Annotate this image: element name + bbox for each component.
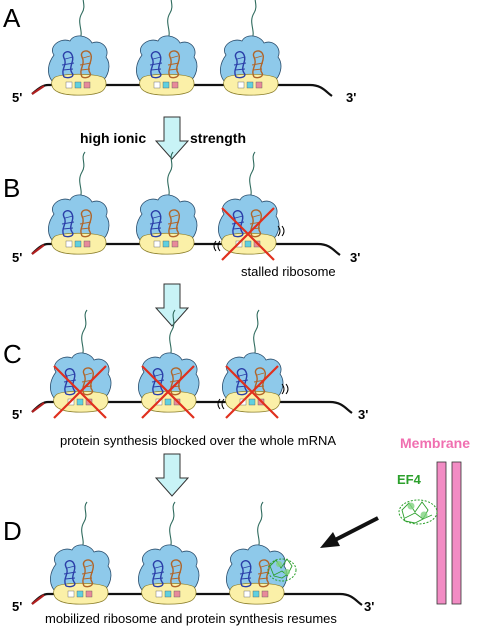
ribosome-b3-stalled: [217, 151, 280, 255]
three-prime-label-a: 3': [346, 90, 356, 105]
ribosome-d1: [49, 501, 112, 605]
panel-b: B 5' 3' stalled ribosome: [3, 151, 360, 279]
panel-c: C 5' 3' protein synthesis blocked over t…: [3, 309, 368, 448]
panel-letter-d: D: [3, 516, 22, 546]
membrane-bar-right: [451, 461, 462, 605]
ef4-free-icon: [398, 499, 438, 525]
panel-letter-b: B: [3, 173, 20, 203]
membrane-label: Membrane: [400, 435, 470, 451]
ribosome-a3: [219, 0, 282, 96]
ribosome-d3-mobilized: [225, 501, 288, 605]
panel-letter-a: A: [3, 3, 21, 33]
ribosome-a2: [135, 0, 198, 96]
five-prime-label-c: 5': [12, 407, 22, 422]
ribosome-b1: [47, 151, 110, 255]
arrow-c-to-d: [155, 453, 189, 497]
three-prime-label-b: 3': [350, 250, 360, 265]
ribosome-c1: [49, 309, 112, 413]
ribosome-c2: [137, 309, 200, 413]
panel-d: D 5' 3' mobilized ribosome and protein s…: [3, 501, 374, 626]
arrow-b-to-c: [155, 283, 189, 327]
ef4-bound-icon: [267, 558, 297, 582]
caption-c: protein synthesis blocked over the whole…: [60, 433, 336, 448]
five-prime-cap-a: [31, 85, 45, 95]
ef4-recruitment-arrow: [320, 516, 379, 548]
ef4-label: EF4: [397, 472, 422, 487]
ribosome-a1: [47, 0, 110, 96]
ribosome-c3: [221, 309, 284, 413]
five-prime-cap-b: [31, 244, 45, 255]
transition-label-right: strength: [190, 130, 246, 146]
caption-d: mobilized ribosome and protein synthesis…: [45, 611, 337, 626]
caption-b: stalled ribosome: [241, 264, 336, 279]
ribosome-d2: [137, 501, 200, 605]
panel-a: A 5' 3': [3, 0, 356, 105]
three-prime-label-c: 3': [358, 407, 368, 422]
membrane-bar-left: [436, 461, 447, 605]
ribosome-b2: [135, 151, 198, 255]
five-prime-label-d: 5': [12, 599, 22, 614]
five-prime-cap-c: [31, 402, 45, 413]
five-prime-cap-d: [31, 594, 45, 605]
panel-letter-c: C: [3, 339, 22, 369]
transition-label-left: high ionic: [80, 130, 146, 146]
three-prime-label-d: 3': [364, 599, 374, 614]
five-prime-label-a: 5': [12, 90, 22, 105]
five-prime-label-b: 5': [12, 250, 22, 265]
